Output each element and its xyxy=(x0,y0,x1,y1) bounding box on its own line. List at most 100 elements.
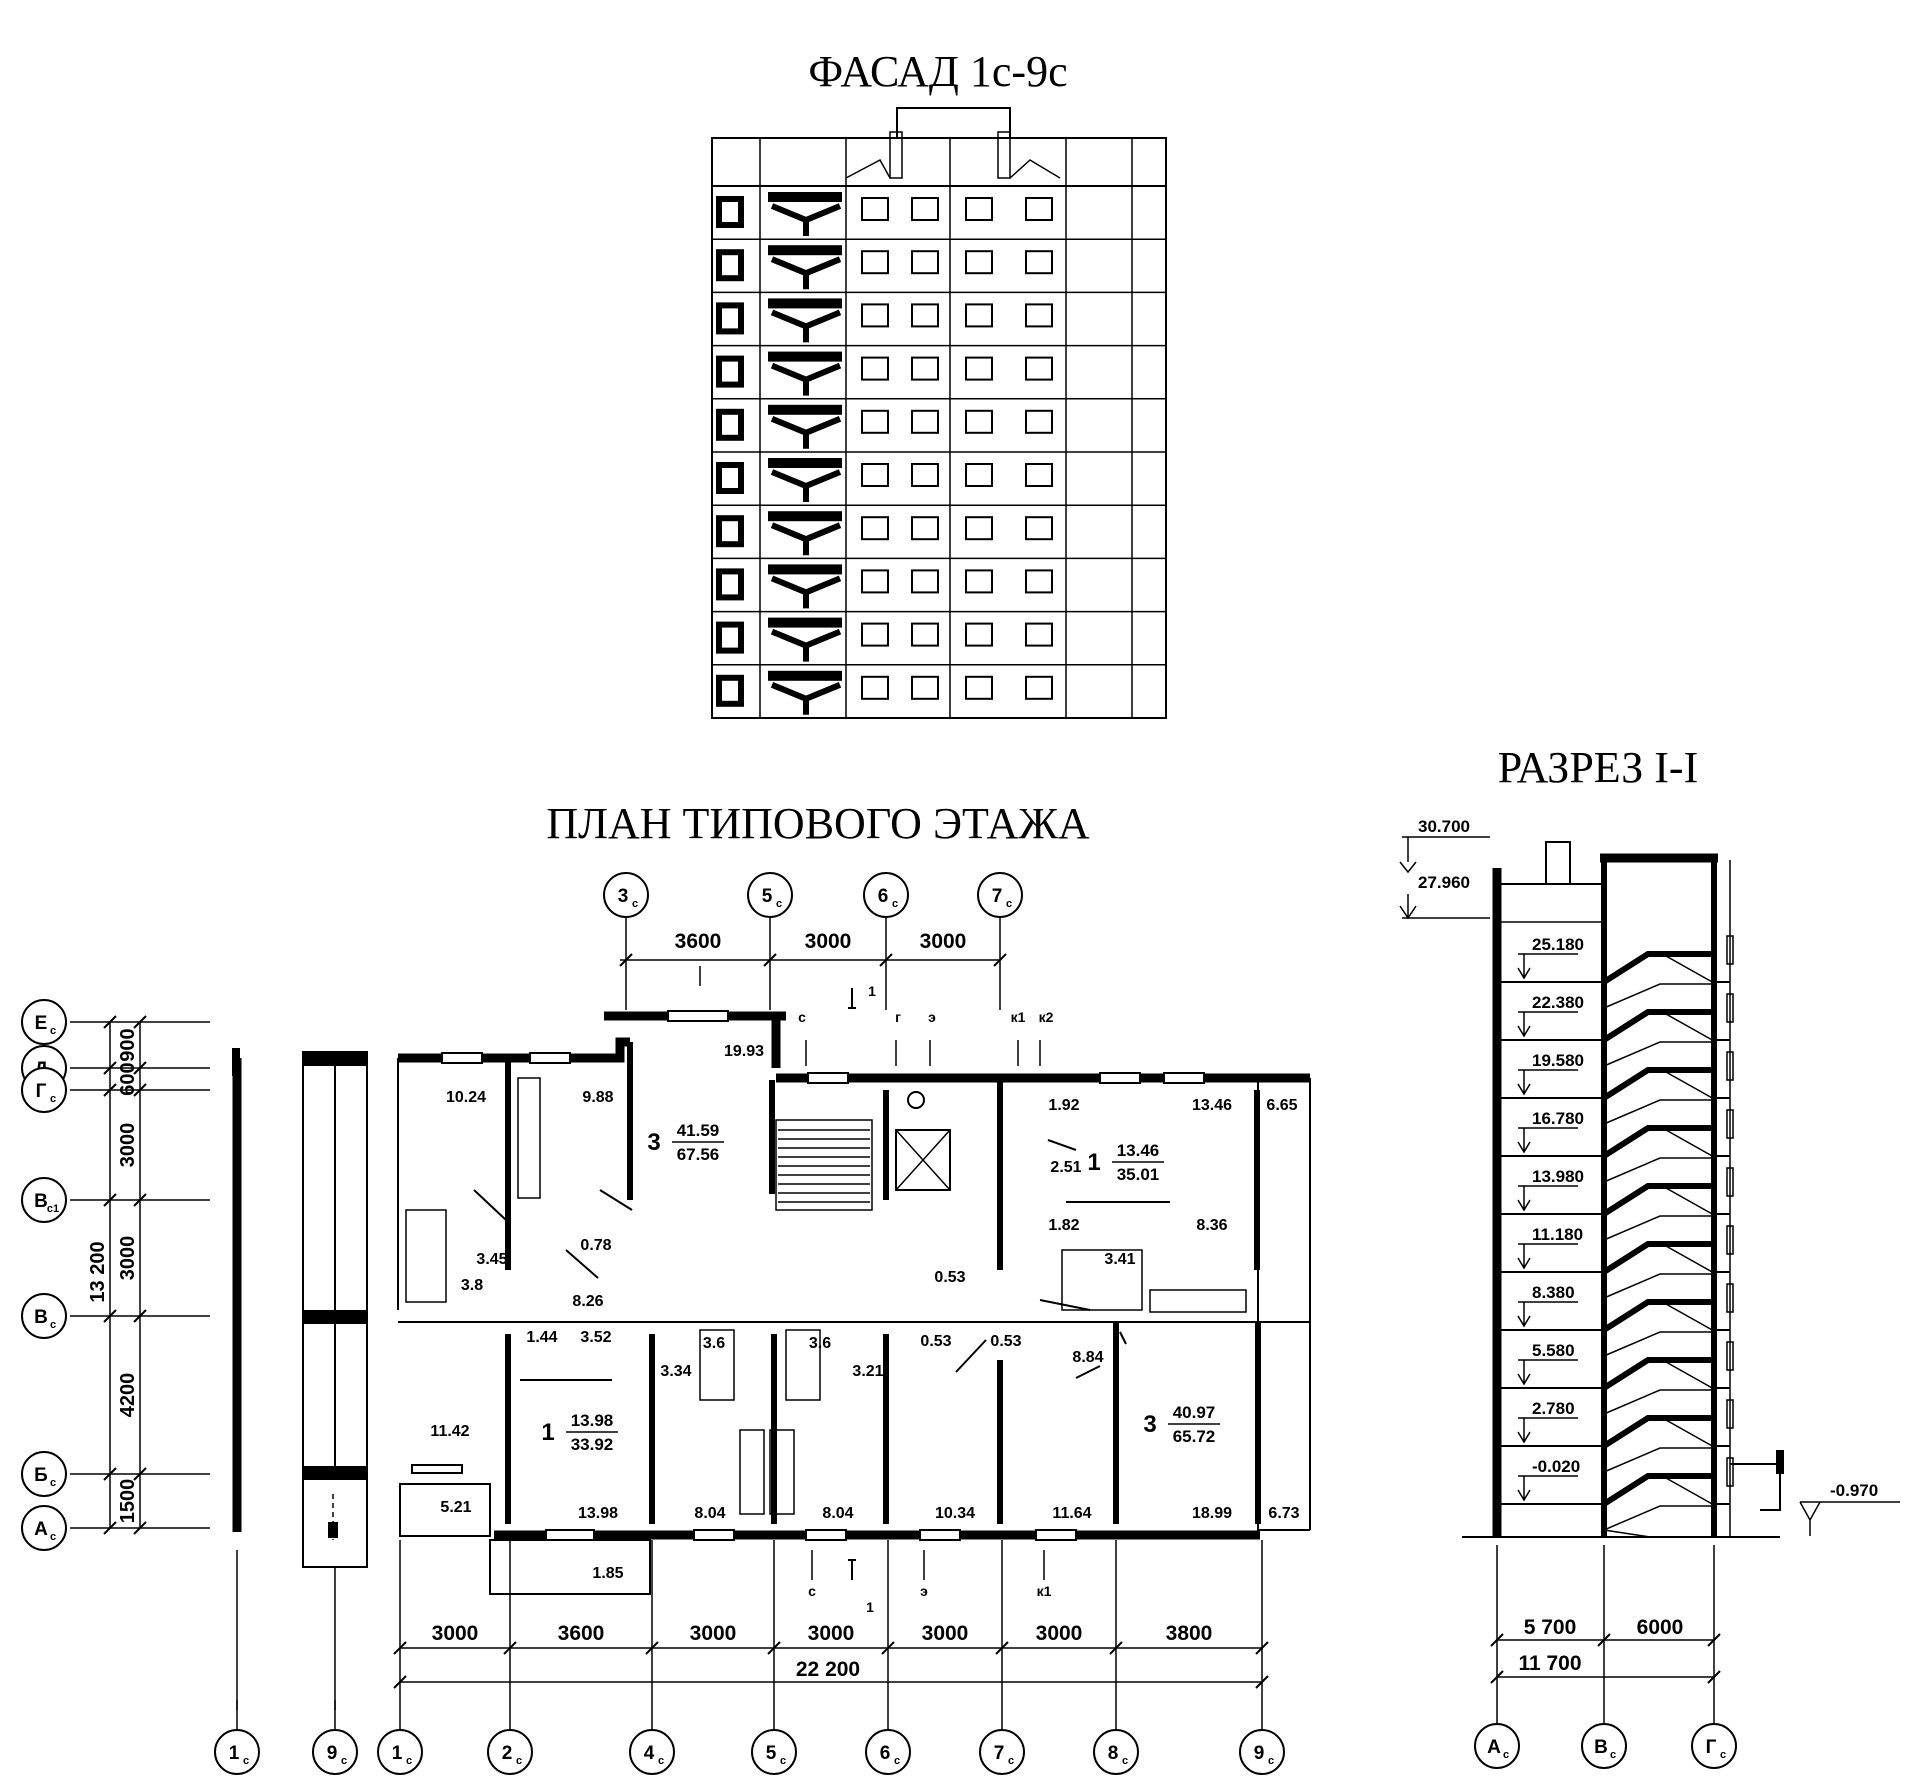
facade-window xyxy=(911,356,939,381)
elevation-ground: -0.970 xyxy=(1830,1481,1878,1500)
facade-window xyxy=(861,516,889,541)
left-dim-1: 600 xyxy=(117,1062,139,1095)
room-area-27: 13.98 xyxy=(578,1505,618,1522)
room-area-29: 8.04 xyxy=(822,1505,853,1522)
facade-elevation xyxy=(711,107,1167,719)
elevation-roof: 27.960 xyxy=(1418,873,1470,892)
bottom-axis-0-sub: с xyxy=(243,1755,249,1767)
facade-window xyxy=(911,463,939,487)
network-label-k1-bottom: к1 xyxy=(1037,1583,1052,1599)
bottom-axis-9-label: 9 xyxy=(1254,1743,1265,1764)
facade-window xyxy=(861,250,889,275)
top-dim-2: 3000 xyxy=(920,930,967,953)
apartment-total-area: 65.72 xyxy=(1173,1427,1216,1446)
bottom-axis-7-label: 7 xyxy=(994,1743,1005,1764)
floor-elevation-marker-4: 13.980 xyxy=(1517,1167,1584,1212)
room-area-19: 3.6 xyxy=(809,1335,831,1352)
facade-window xyxy=(911,516,939,541)
network-label-k2-top: к2 xyxy=(1039,1009,1054,1025)
bottom-dim-0: 3000 xyxy=(432,1622,479,1645)
room-area-2: 19.93 xyxy=(724,1043,764,1060)
section-axis-2-label: Г xyxy=(1706,1737,1717,1758)
facade-window xyxy=(861,463,889,487)
facade-window xyxy=(861,409,889,434)
top-axis-1-sub: с xyxy=(776,898,782,910)
room-area-25: 5.21 xyxy=(440,1499,471,1516)
facade-window xyxy=(911,622,939,647)
facade-window xyxy=(1025,622,1053,647)
facade-floors xyxy=(712,185,1166,715)
room-area-14: 0.53 xyxy=(934,1269,965,1286)
network-label-e-bottom: э xyxy=(920,1583,928,1599)
room-area-1: 9.88 xyxy=(582,1089,613,1106)
left-axis-6-sub: с xyxy=(50,1531,56,1543)
left-axis-2-label: Г xyxy=(36,1081,47,1102)
left-axis-4-label: В xyxy=(34,1307,48,1328)
top-axis-0-label: 3 xyxy=(618,886,629,907)
room-area-32: 18.99 xyxy=(1192,1505,1232,1522)
facade-window xyxy=(965,622,993,647)
left-dim-2: 3000 xyxy=(117,1123,139,1168)
facade-title: ФАСАД 1с-9с xyxy=(808,47,1067,96)
floor-elevation-7: 5.580 xyxy=(1532,1341,1575,1360)
apartment-rooms: 1 xyxy=(541,1419,554,1446)
bottom-axis-4-sub: с xyxy=(658,1755,664,1767)
facade-window xyxy=(1025,463,1053,487)
ground-elevation: -0.970 xyxy=(1799,1481,1900,1536)
bottom-axis-8-sub: с xyxy=(1122,1755,1128,1767)
apartment-total-area: 33.92 xyxy=(571,1435,614,1454)
bottom-total-dim: 22 200 xyxy=(796,1658,860,1681)
left-axis-2-sub: с xyxy=(50,1093,56,1105)
room-area-0: 10.24 xyxy=(446,1089,486,1106)
plan-title: ПЛАН ТИПОВОГО ЭТАЖА xyxy=(546,799,1090,848)
facade-window xyxy=(861,303,889,328)
section-axis-2-sub: с xyxy=(1720,1749,1726,1761)
facade-window xyxy=(861,569,889,594)
room-area-30: 10.34 xyxy=(935,1505,975,1522)
room-area-16: 3.52 xyxy=(580,1329,611,1346)
left-dim-0: 900 xyxy=(117,1028,139,1061)
room-area-10: 8.26 xyxy=(572,1293,603,1310)
top-axis-1-label: 5 xyxy=(762,886,773,907)
facade-window xyxy=(911,409,939,434)
left-dim-4: 4200 xyxy=(117,1373,139,1418)
floor-elevation-marker-1: 22.380 xyxy=(1517,993,1584,1038)
bottom-axis-0-label: 1 xyxy=(229,1743,240,1764)
facade-window xyxy=(1025,197,1053,221)
section-cut-label-top: 1 xyxy=(868,983,876,999)
room-area-5: 1.92 xyxy=(1048,1097,1079,1114)
section-dim-1: 5 700 xyxy=(1524,1616,1577,1639)
facade-window xyxy=(861,675,889,700)
facade-window xyxy=(861,622,889,647)
room-area-24: 11.42 xyxy=(430,1423,469,1440)
room-area-26: 1.85 xyxy=(592,1565,623,1582)
apartment-rooms: 3 xyxy=(647,1129,660,1156)
top-axis-3-sub: с xyxy=(1006,898,1012,910)
apartment-living-area: 40.97 xyxy=(1173,1403,1216,1422)
room-area-7: 0.78 xyxy=(580,1237,611,1254)
bottom-dim-6: 3800 xyxy=(1166,1622,1213,1645)
apartment-rooms: 3 xyxy=(1143,1411,1156,1438)
room-area-22: 0.53 xyxy=(990,1333,1021,1350)
floor-elevation-marker-5: 11.180 xyxy=(1517,1225,1583,1270)
facade-window xyxy=(911,569,939,594)
bottom-axis-8-label: 8 xyxy=(1108,1743,1119,1764)
floor-elevation-6: 8.380 xyxy=(1532,1283,1575,1302)
section-drawing: 25.18022.38019.58016.78013.98011.1808.38… xyxy=(1399,817,1900,1769)
